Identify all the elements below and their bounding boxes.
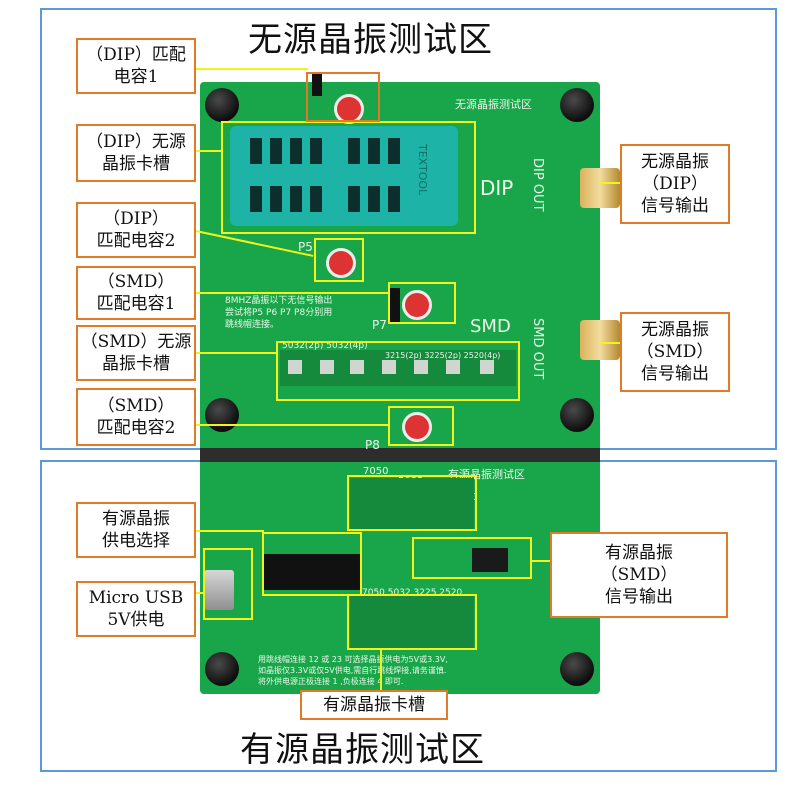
- standoff-top-right: [560, 88, 594, 122]
- pcb-dip-label: DIP: [480, 176, 514, 200]
- standoff-mid-left: [205, 398, 239, 432]
- active-pads-bottom: [350, 596, 474, 648]
- pcb-act-sizes-row2: 7050 5032 3225 2520: [362, 588, 463, 598]
- smd-cap1-highlight: [388, 282, 456, 324]
- leader-smd-cap1: [196, 292, 388, 294]
- power-select-highlight: [262, 532, 362, 596]
- leader-smd-cap2: [196, 424, 388, 426]
- dip-cap1-highlight: [306, 72, 380, 122]
- label-smd-slot: （SMD）无源 晶振卡槽: [76, 325, 196, 381]
- dip-out-connector: [580, 168, 620, 208]
- label-dip-cap1: （DIP）匹配 电容1: [76, 38, 196, 94]
- pcb-note-3: 跳线帽连接。: [225, 320, 280, 330]
- pcb-smd-sizes-2: 3215(2p) 3225(2p) 2520(4p): [385, 351, 501, 360]
- dip-socket-brand: TEXTOOL: [416, 144, 429, 196]
- pcb-note-1: 8MHZ晶振以下无信号输出: [225, 296, 333, 306]
- pcb-smd-out: SMD OUT: [530, 318, 545, 380]
- active-pads-top: [350, 478, 474, 530]
- label-smd-cap2: （SMD） 匹配电容2: [76, 388, 196, 446]
- leader-smd-slot: [196, 352, 276, 354]
- leader-smd-out: [600, 342, 630, 344]
- pcb-smd-sizes: 5032(2p) 5032(4p): [282, 341, 368, 351]
- pcb-instr-3: 将外供电源正极连接 1 ,负极连接 4 即可.: [258, 677, 404, 686]
- label-smd-out: 无源晶振 （SMD） 信号输出: [620, 312, 730, 392]
- standoff-bottom-left: [205, 652, 239, 686]
- standoff-bottom-right: [560, 652, 594, 686]
- smd-cap2-trimmer: [402, 412, 432, 442]
- pcb-note-2: 尝试将P5 P6 P7 P8分别用: [225, 308, 333, 318]
- standoff-top-left: [205, 88, 239, 122]
- pcb-smd-label: SMD: [470, 316, 511, 337]
- leader-active-out: [532, 560, 550, 562]
- pcb-dip-out: DIP OUT: [530, 158, 545, 212]
- label-usb: Micro USB 5V供电: [76, 581, 196, 637]
- dip-cap2-trimmer: [326, 248, 356, 278]
- label-active-out: 有源晶振 （SMD） 信号输出: [550, 532, 728, 618]
- pcb-p5: P5: [298, 240, 313, 254]
- micro-usb-port: [204, 570, 234, 610]
- leader-dip-out: [600, 182, 630, 184]
- active-ic-chip: [472, 548, 508, 572]
- pcb-act-size-7050: 7050: [363, 466, 389, 477]
- usb-highlight: [203, 548, 253, 620]
- dip-slot-highlight: [221, 121, 476, 234]
- active-out-highlight: [412, 537, 532, 579]
- active-slot-bottom-highlight: [347, 594, 477, 650]
- leader-dip-cap1: [196, 68, 308, 70]
- label-active-slot: 有源晶振卡槽: [300, 690, 448, 720]
- smd-cap2-highlight: [388, 406, 454, 446]
- leader-active-slot: [380, 650, 382, 690]
- pcb-p8: P8: [365, 438, 380, 452]
- dip-cap2-highlight: [314, 238, 364, 282]
- pcb-instr-2: 如晶振仅3.3V或仅5V供电,需自行跳线焊接,请务谨慎.: [258, 666, 447, 675]
- smd-cap1-trimmer: [402, 290, 432, 320]
- smd-out-connector: [580, 320, 620, 360]
- passive-section-title: 无源晶振测试区: [248, 20, 493, 60]
- active-slot-top-highlight: [347, 475, 477, 531]
- label-dip-out: 无源晶振 （DIP） 信号输出: [620, 144, 730, 224]
- pcb-p7: P7: [372, 318, 387, 332]
- p7-jumper: [390, 288, 400, 322]
- label-power-select: 有源晶振 供电选择: [76, 502, 196, 558]
- pcb-lower-title: 有源晶振测试区: [448, 468, 525, 481]
- leader-usb: [196, 592, 204, 594]
- smd-passive-pad-row: [280, 350, 516, 386]
- active-section-title: 有源晶振测试区: [240, 730, 485, 770]
- dip-zif-socket: TEXTOOL: [230, 126, 458, 226]
- leader-power-select: [196, 530, 264, 532]
- pcb-divider: [200, 448, 600, 462]
- label-dip-slot: （DIP）无源 晶振卡槽: [76, 124, 196, 182]
- smd-slot-highlight: [276, 341, 520, 401]
- standoff-mid-right: [560, 398, 594, 432]
- power-select-header: [264, 554, 360, 590]
- label-dip-cap2: （DIP） 匹配电容2: [76, 202, 196, 258]
- leader-dip-slot: [196, 150, 222, 152]
- p5-jumper: [312, 74, 322, 96]
- label-smd-cap1: （SMD） 匹配电容1: [76, 266, 196, 320]
- pcb-top-title: 无源晶振测试区: [455, 98, 532, 111]
- pcb-instr-1: 用跳线帽连接 12 或 23 可选择晶振供电为5V或3.3V,: [258, 655, 448, 664]
